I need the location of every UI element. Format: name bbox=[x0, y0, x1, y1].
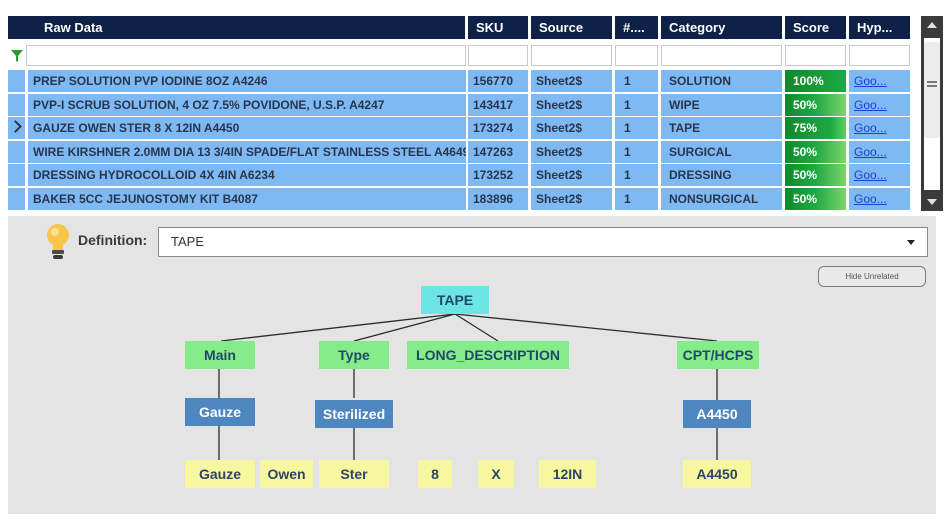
cell-count[interactable]: 1 bbox=[615, 94, 658, 116]
tree-node-cpt-hcps[interactable]: CPT/HCPS bbox=[677, 341, 759, 369]
hyperlink[interactable]: Goo... bbox=[854, 74, 887, 88]
hyperlink[interactable]: Goo... bbox=[854, 168, 887, 182]
column-header-raw-data[interactable]: Raw Data bbox=[8, 16, 465, 39]
cell-category[interactable]: SOLUTION bbox=[661, 70, 782, 92]
cell-score[interactable]: 50% bbox=[785, 188, 846, 210]
cell-sku[interactable]: 156770 bbox=[468, 70, 528, 92]
cell-category[interactable]: TAPE bbox=[661, 117, 782, 139]
cell-raw-data[interactable]: DRESSING HYDROCOLLOID 4X 4IN A6234 bbox=[28, 164, 466, 186]
hyperlink[interactable]: Goo... bbox=[854, 121, 887, 135]
cell-count[interactable]: 1 bbox=[615, 141, 658, 163]
scrollbar-thumb[interactable] bbox=[924, 42, 940, 138]
cell-source[interactable]: Sheet2$ bbox=[531, 188, 612, 210]
tree-leaf-code[interactable]: A4450 bbox=[683, 460, 751, 488]
cell-source[interactable]: Sheet2$ bbox=[531, 70, 612, 92]
cell-raw-data[interactable]: PVP-I SCRUB SOLUTION, 4 OZ 7.5% POVIDONE… bbox=[28, 94, 466, 116]
row-indicator[interactable] bbox=[8, 141, 25, 163]
cell-score[interactable]: 50% bbox=[785, 164, 846, 186]
definition-value: TAPE bbox=[171, 234, 204, 249]
cell-sku[interactable]: 147263 bbox=[468, 141, 528, 163]
filter-input-sku[interactable] bbox=[468, 45, 528, 66]
tree-node-gauze[interactable]: Gauze bbox=[185, 398, 255, 426]
tree-node-long-description[interactable]: LONG_DESCRIPTION bbox=[407, 341, 569, 369]
cell-category[interactable]: SURGICAL bbox=[661, 141, 782, 163]
row-indicator[interactable] bbox=[8, 117, 25, 139]
chevron-right-icon bbox=[9, 120, 22, 133]
tree-node-sterilized[interactable]: Sterilized bbox=[315, 400, 393, 428]
filter-input-count[interactable] bbox=[615, 45, 658, 66]
cell-score[interactable]: 50% bbox=[785, 141, 846, 163]
definition-label: Definition: bbox=[78, 232, 148, 248]
hyperlink[interactable]: Goo... bbox=[854, 145, 887, 159]
cell-score[interactable]: 100% bbox=[785, 70, 846, 92]
cell-source[interactable]: Sheet2$ bbox=[531, 117, 612, 139]
column-header-source[interactable]: Source bbox=[531, 16, 612, 39]
tree-leaf-12in[interactable]: 12IN bbox=[539, 460, 596, 488]
hide-unrelated-button[interactable]: Hide Unrelated bbox=[818, 266, 926, 287]
tree-node-root[interactable]: TAPE bbox=[421, 286, 489, 314]
tree-leaf-owen[interactable]: Owen bbox=[260, 460, 313, 488]
cell-hyperlink[interactable]: Goo... bbox=[849, 141, 910, 163]
row-indicator[interactable] bbox=[8, 164, 25, 186]
lightbulb-icon bbox=[47, 224, 69, 259]
cell-raw-data[interactable]: WIRE KIRSHNER 2.0MM DIA 13 3/4IN SPADE/F… bbox=[28, 141, 466, 163]
cell-score[interactable]: 75% bbox=[785, 117, 846, 139]
tree-leaf-ster[interactable]: Ster bbox=[319, 460, 389, 488]
column-header-score[interactable]: Score bbox=[785, 16, 846, 39]
filter-input-raw-data[interactable] bbox=[26, 45, 466, 66]
filter-input-hyperlink[interactable] bbox=[849, 45, 910, 66]
cell-count[interactable]: 1 bbox=[615, 70, 658, 92]
caret-down-icon[interactable] bbox=[907, 240, 915, 245]
cell-hyperlink[interactable]: Goo... bbox=[849, 164, 910, 186]
definition-panel: Definition: TAPE Hide Unrelated TAPE Mai… bbox=[8, 216, 936, 514]
data-grid: Raw Data SKU Source #.... Category Score… bbox=[8, 16, 943, 213]
tree-leaf-gauze[interactable]: Gauze bbox=[185, 460, 255, 488]
cell-sku[interactable]: 173252 bbox=[468, 164, 528, 186]
cell-source[interactable]: Sheet2$ bbox=[531, 164, 612, 186]
cell-category[interactable]: DRESSING bbox=[661, 164, 782, 186]
cell-sku[interactable]: 183896 bbox=[468, 188, 528, 210]
cell-source[interactable]: Sheet2$ bbox=[531, 141, 612, 163]
column-header-count[interactable]: #.... bbox=[615, 16, 658, 39]
cell-hyperlink[interactable]: Goo... bbox=[849, 94, 910, 116]
column-header-category[interactable]: Category bbox=[661, 16, 782, 39]
cell-count[interactable]: 1 bbox=[615, 164, 658, 186]
row-indicator[interactable] bbox=[8, 70, 25, 92]
tree-leaf-8[interactable]: 8 bbox=[418, 460, 452, 488]
tree-edges bbox=[218, 313, 718, 460]
cell-raw-data[interactable]: PREP SOLUTION PVP IODINE 8OZ A4246 bbox=[28, 70, 466, 92]
cell-category[interactable]: WIPE bbox=[661, 94, 782, 116]
vertical-scrollbar[interactable] bbox=[921, 16, 943, 211]
cell-count[interactable]: 1 bbox=[615, 117, 658, 139]
definition-dropdown[interactable]: TAPE bbox=[158, 227, 928, 257]
cell-category[interactable]: NONSURGICAL bbox=[661, 188, 782, 210]
cell-hyperlink[interactable]: Goo... bbox=[849, 70, 910, 92]
hyperlink[interactable]: Goo... bbox=[854, 98, 887, 112]
cell-sku[interactable]: 173274 bbox=[468, 117, 528, 139]
filter-icon[interactable] bbox=[10, 49, 24, 63]
scroll-down-icon[interactable] bbox=[927, 199, 937, 205]
cell-count[interactable]: 1 bbox=[615, 188, 658, 210]
hyperlink[interactable]: Goo... bbox=[854, 192, 887, 206]
cell-sku[interactable]: 143417 bbox=[468, 94, 528, 116]
cell-score[interactable]: 50% bbox=[785, 94, 846, 116]
row-indicator[interactable] bbox=[8, 94, 25, 116]
tree-node-main[interactable]: Main bbox=[185, 341, 255, 369]
row-indicator[interactable] bbox=[8, 188, 25, 210]
filter-input-category[interactable] bbox=[661, 45, 782, 66]
tree-leaf-x[interactable]: X bbox=[478, 460, 514, 488]
cell-hyperlink[interactable]: Goo... bbox=[849, 117, 910, 139]
cell-source[interactable]: Sheet2$ bbox=[531, 94, 612, 116]
tree-node-type[interactable]: Type bbox=[319, 341, 389, 369]
filter-input-source[interactable] bbox=[531, 45, 612, 66]
filter-input-score[interactable] bbox=[785, 45, 846, 66]
cell-raw-data[interactable]: GAUZE OWEN STER 8 X 12IN A4450 bbox=[28, 117, 466, 139]
cell-raw-data[interactable]: BAKER 5CC JEJUNOSTOMY KIT B4087 bbox=[28, 188, 466, 210]
cell-hyperlink[interactable]: Goo... bbox=[849, 188, 910, 210]
scroll-up-icon[interactable] bbox=[927, 22, 937, 28]
tree-node-code[interactable]: A4450 bbox=[683, 400, 751, 428]
column-header-hyperlink[interactable]: Hyp... bbox=[849, 16, 910, 39]
column-header-sku[interactable]: SKU bbox=[468, 16, 528, 39]
grip-icon bbox=[927, 81, 937, 87]
